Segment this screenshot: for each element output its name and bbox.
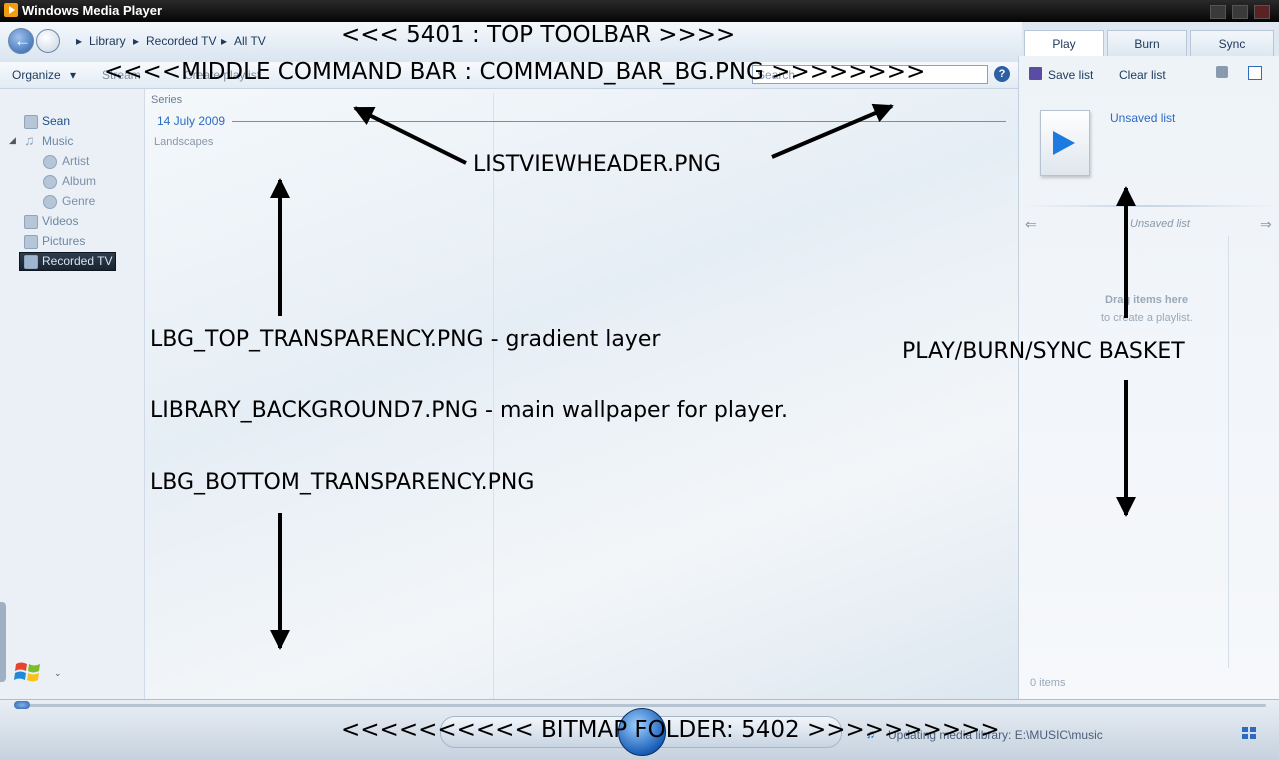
annotation-top-transparency: LBG_TOP_TRANSPARENCY.PNG - gradient laye… bbox=[150, 327, 661, 352]
column-header-series[interactable]: Series bbox=[151, 94, 183, 106]
drag-hint-subtitle: to create a playlist. bbox=[1101, 312, 1193, 324]
seek-handle[interactable] bbox=[14, 701, 30, 709]
window-title: Windows Media Player bbox=[22, 3, 163, 18]
library-content bbox=[145, 89, 1018, 699]
annotation-top-toolbar: <<< 5401 : TOP TOOLBAR >>>> bbox=[341, 22, 736, 48]
checkbox-options-icon[interactable] bbox=[1248, 66, 1262, 80]
artist-icon bbox=[43, 155, 57, 169]
breadcrumb-separator-icon: ▸ bbox=[221, 34, 228, 48]
back-arrow-icon: ← bbox=[14, 31, 31, 50]
tab-sync[interactable]: Sync bbox=[1190, 30, 1274, 56]
search-input[interactable]: Search bbox=[752, 65, 988, 84]
user-icon bbox=[24, 115, 38, 129]
help-icon[interactable]: ? bbox=[994, 66, 1010, 82]
tab-play[interactable]: Play bbox=[1024, 30, 1104, 56]
list-item[interactable]: Landscapes bbox=[154, 136, 214, 148]
nav-item-videos[interactable]: Videos bbox=[42, 214, 79, 228]
chevron-down-icon[interactable]: ⌄ bbox=[54, 668, 62, 678]
navigation-pane bbox=[0, 89, 145, 699]
maximize-button[interactable] bbox=[1232, 5, 1248, 19]
basket-scroll-divider bbox=[1228, 236, 1229, 668]
breadcrumb-separator-icon: ▸ bbox=[76, 34, 83, 48]
nav-item-artist[interactable]: Artist bbox=[62, 154, 90, 168]
arrow-right-icon[interactable]: ⇒ bbox=[1260, 216, 1272, 232]
nav-item-pictures[interactable]: Pictures bbox=[42, 234, 86, 248]
switch-to-now-playing-icon[interactable] bbox=[1242, 727, 1258, 741]
annotation-library-background: LIBRARY_BACKGROUND7.PNG - main wallpaper… bbox=[150, 398, 788, 423]
create-playlist-button[interactable]: Create playlist bbox=[184, 68, 261, 82]
top-toolbar bbox=[0, 22, 1022, 62]
arrow-left-icon[interactable]: ⇐ bbox=[1025, 216, 1037, 232]
picture-icon bbox=[24, 235, 38, 249]
stream-button[interactable]: Stream bbox=[102, 68, 141, 82]
column-separator bbox=[493, 93, 494, 699]
clear-list-button[interactable]: Clear list bbox=[1119, 68, 1166, 82]
group-header-date: 14 July 2009 bbox=[157, 114, 226, 128]
play-button[interactable] bbox=[618, 708, 666, 756]
list-options-icon[interactable] bbox=[1216, 66, 1228, 78]
breadcrumb-separator-icon: ▸ bbox=[133, 34, 140, 48]
forward-button[interactable] bbox=[36, 29, 60, 53]
annotation-basket: PLAY/BURN/SYNC BASKET bbox=[902, 339, 1185, 364]
back-button[interactable]: ← bbox=[8, 28, 34, 54]
annotation-bottom-transparency: LBG_BOTTOM_TRANSPARENCY.PNG bbox=[150, 470, 535, 495]
nav-item-sean[interactable]: Sean bbox=[42, 114, 71, 128]
media-player-icon bbox=[4, 3, 18, 17]
playlist-title[interactable]: Unsaved list bbox=[1110, 111, 1176, 125]
video-icon bbox=[24, 215, 38, 229]
drag-hint-title: Drag items here bbox=[1105, 294, 1189, 306]
chevron-down-icon: ▾ bbox=[70, 68, 77, 82]
minimize-button[interactable] bbox=[1210, 5, 1226, 19]
breadcrumb-library[interactable]: Library bbox=[89, 34, 126, 48]
group-divider bbox=[232, 121, 1006, 122]
play-icon bbox=[1053, 131, 1075, 155]
seek-bar[interactable] bbox=[14, 704, 1266, 707]
album-icon bbox=[43, 175, 57, 189]
title-bar: Windows Media Player bbox=[0, 0, 1279, 22]
nav-item-music[interactable]: Music bbox=[42, 134, 74, 148]
nav-item-recorded-tv-selected[interactable] bbox=[19, 252, 116, 271]
genre-icon bbox=[43, 195, 57, 209]
expand-triangle-icon[interactable]: ◢ bbox=[9, 135, 16, 145]
breadcrumb-recorded-tv[interactable]: Recorded TV bbox=[146, 34, 217, 48]
windows-logo-icon[interactable] bbox=[12, 656, 44, 688]
annotation-bitmap-folder: <<<<<<<<<< BITMAP FOLDER: 5402 >>>>>>>>>… bbox=[341, 717, 1000, 743]
organize-button[interactable]: Organize bbox=[12, 68, 61, 82]
status-text: Updating media library: E:\MUSIC\music bbox=[888, 728, 1103, 742]
nav-item-album[interactable]: Album bbox=[62, 174, 97, 188]
playlist-subtitle: Unsaved list bbox=[1130, 218, 1190, 230]
playlist-thumbnail bbox=[1040, 110, 1090, 176]
item-count: 0 items bbox=[1030, 677, 1066, 689]
annotation-command-bar: <<<<MIDDLE COMMAND BAR : COMMAND_BAR_BG.… bbox=[104, 59, 926, 85]
status-icon: ♫ bbox=[866, 727, 875, 741]
side-tab[interactable] bbox=[0, 602, 6, 682]
save-list-button[interactable]: Save list bbox=[1048, 68, 1094, 82]
annotation-listview-header: LISTVIEWHEADER.PNG bbox=[473, 152, 721, 177]
breadcrumb-all-tv[interactable]: All TV bbox=[234, 34, 266, 48]
save-icon bbox=[1029, 67, 1042, 80]
nav-item-genre[interactable]: Genre bbox=[62, 194, 96, 208]
tab-burn[interactable]: Burn bbox=[1107, 30, 1187, 56]
close-button[interactable] bbox=[1254, 5, 1270, 19]
basket-divider bbox=[1020, 205, 1277, 207]
tv-icon bbox=[24, 255, 38, 269]
nav-item-recorded-tv[interactable]: Recorded TV bbox=[42, 254, 113, 268]
music-note-icon: ♫ bbox=[24, 132, 35, 148]
